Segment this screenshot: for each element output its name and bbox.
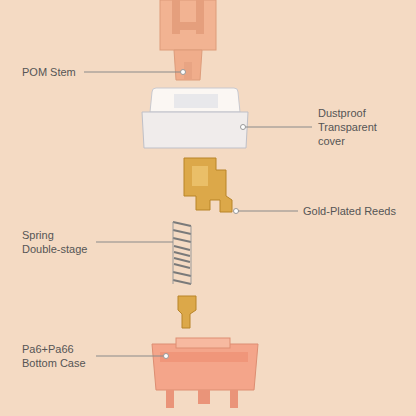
gold-reeds [184,158,232,212]
spring [173,222,191,284]
part-label: Pa6+Pa66 Bottom Case [22,342,94,370]
bottom-case [152,338,258,408]
lower-reed [178,296,196,328]
part-label: Spring Double-stage [22,228,94,256]
part-label: Dustproof Transparent cover [318,106,390,148]
leader-dots [164,70,246,359]
transparent-cover [142,88,248,148]
part-label: Gold-Plated Reeds [303,204,411,218]
leader-dot [234,209,239,214]
part-label: POM Stem [22,65,82,79]
leader-lines [84,72,312,356]
pom-stem [160,0,216,80]
